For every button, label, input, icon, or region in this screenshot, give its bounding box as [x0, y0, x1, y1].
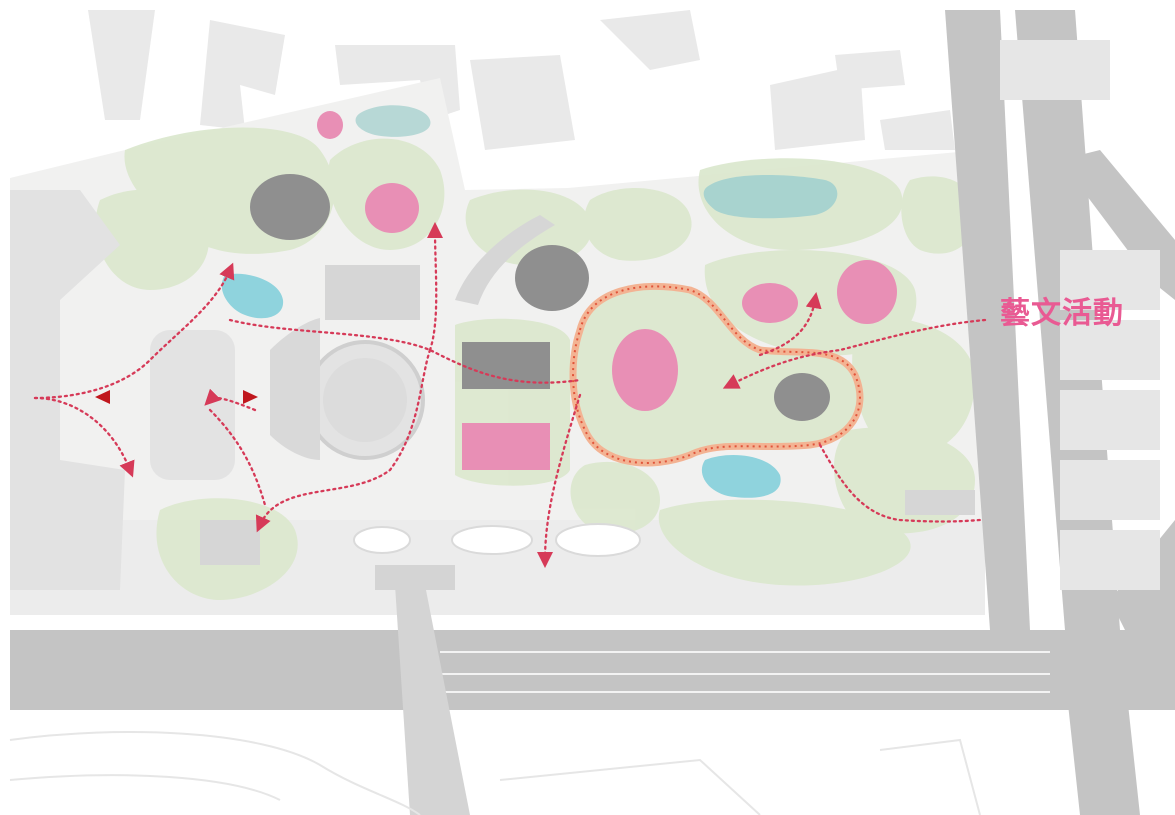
- amphitheater: [270, 318, 425, 460]
- east-buildings: [1000, 40, 1160, 590]
- built-forms: [150, 215, 975, 565]
- entrance-markers: [95, 390, 258, 404]
- context-buildings: [88, 10, 955, 150]
- path-arrows: [33, 221, 987, 569]
- south-context: [9, 731, 981, 815]
- west-building: [10, 190, 125, 590]
- event-areas: [317, 111, 897, 470]
- event-area-label: 藝文活動: [1000, 296, 1124, 331]
- ponds: [221, 105, 838, 498]
- pavilions: [250, 174, 830, 421]
- seating-pods: [353, 523, 641, 557]
- walkway: [375, 565, 470, 815]
